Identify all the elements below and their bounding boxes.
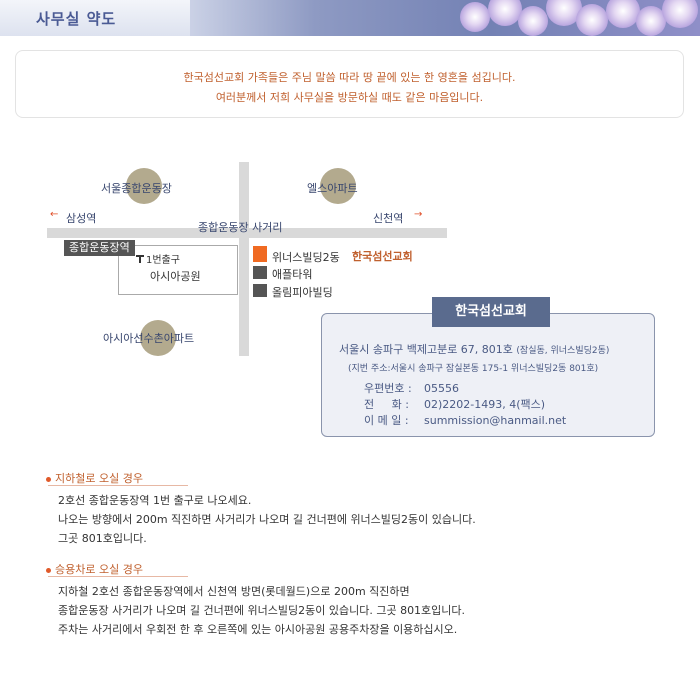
label-station: 종합운동장역 [64,240,135,256]
road-vertical [239,162,249,356]
label-seoul-stadium: 서울종합운동장 [101,182,172,195]
subway-line-3: 그곳 801호입니다. [58,532,147,545]
info-row-postal: 우편번호 : 05556 [364,380,459,396]
landmark-circle-els [320,168,356,204]
car-title-text: 승용차로 오실 경우 [55,563,143,576]
car-line-3: 주차는 사거리에서 우회전 한 후 오른쪽에 있는 아시아공원 공용주차장을 이… [58,623,458,636]
label-sincheon: 신천역 [373,212,404,225]
label-els-apt: 엘스아파트 [307,182,358,195]
car-divider [48,576,188,577]
info-row-email: 이 메 일 : summission@hanmail.net [364,412,566,428]
car-line-2: 종합운동장 사거리가 나오며 길 건너편에 위너스빌딩2동이 있습니다. 그곳 … [58,604,466,617]
label-winners-bldg: 위너스빌딩2동 [272,251,340,264]
exit-marker-icon [136,255,144,263]
label-asia-park: 아시아공원 [150,270,201,283]
info-value[interactable]: summission@hanmail.net [424,414,567,427]
building-marker-winners [253,246,267,262]
flower-decoration [460,0,700,36]
info-row-phone: 전 화 : 02)2202-1493, 4(팩스) [364,396,545,412]
arrow-right-icon: → [414,209,423,220]
address-main-text: 서울시 송파구 백제고분로 67, 801호 [339,343,513,356]
intro-line-1: 한국섬선교회 가족들은 주님 말씀 따라 땅 끝에 있는 한 영혼을 섬깁니다. [183,71,516,84]
subway-line-2: 나오는 방향에서 200m 직진하면 사거리가 나오며 길 건너편에 위너스빌딩… [58,513,476,526]
label-samseong: 삼성역 [66,212,97,225]
subway-title-text: 지하철로 오실 경우 [55,472,143,485]
subway-line-1: 2호선 종합운동장역 1번 출구로 나오세요. [58,494,252,507]
info-value: 05556 [424,382,459,395]
info-value: 02)2202-1493, 4(팩스) [424,398,546,411]
info-key: 우편번호 : [364,382,412,395]
label-asia-apt: 아시아선수촌아파트 [103,332,195,345]
building-marker-apple [253,266,267,279]
car-section-title: 승용차로 오실 경우 [46,561,143,577]
landmark-circle-asia-apt [140,320,176,356]
address-note: (잠실동, 위너스빌딩2동) [516,346,610,356]
intro-box: 한국섬선교회 가족들은 주님 말씀 따라 땅 끝에 있는 한 영혼을 섬깁니다.… [15,50,684,118]
label-church-map: 한국섬선교회 [352,250,413,263]
info-key: 전 화 : [364,398,409,411]
page-title: 사무실 약도 [36,10,117,28]
address-main: 서울시 송파구 백제고분로 67, 801호 (잠실동, 위너스빌딩2동) [339,341,609,357]
label-exit1: 1번출구 [146,255,180,266]
intro-line-2: 여러분께서 저희 사무실을 방문하실 때도 같은 마음입니다. [215,91,484,104]
info-key: 이 메 일 : [364,414,409,427]
label-intersection: 종합운동장 사거리 [198,221,283,234]
label-apple-tower: 애플타워 [272,268,313,281]
bullet-icon [46,476,51,482]
building-marker-olympia [253,284,267,297]
bullet-icon [46,567,51,573]
subway-divider [48,485,188,486]
label-olympia-bldg: 올림피아빌딩 [272,286,333,299]
asia-park-area [118,245,238,295]
subway-section-title: 지하철로 오실 경우 [46,470,143,486]
arrow-left-icon: ← [50,209,59,220]
contact-card [321,313,655,437]
header-bar: 사무실 약도 [0,0,700,36]
contact-card-title: 한국섬선교회 [432,297,550,327]
landmark-circle-stadium [126,168,162,204]
car-line-1: 지하철 2호선 종합운동장역에서 신천역 방면(롯데월드)으로 200m 직진하… [58,585,410,598]
header-tab [0,0,190,36]
address-old: (지번 주소:서울시 송파구 잠실본동 175-1 위너스빌딩2동 801호) [348,364,599,374]
